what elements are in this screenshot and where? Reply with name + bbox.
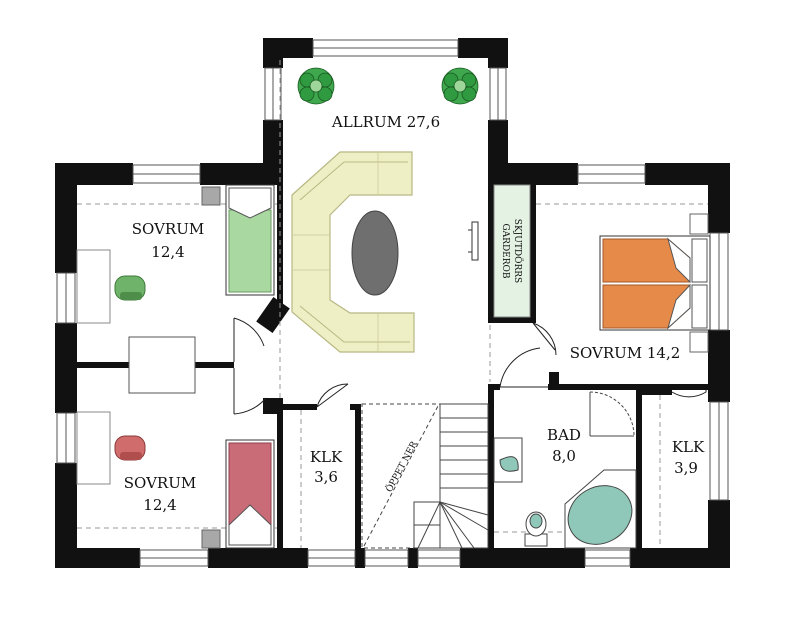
nightstand <box>689 213 709 235</box>
room-area-klk-right: 3,9 <box>674 459 698 477</box>
nightstand <box>201 529 221 549</box>
bathroom-fixtures <box>493 391 637 549</box>
stair-opening-label: ÖPPET NER <box>383 439 420 494</box>
room-area-klk-left: 3,6 <box>314 468 338 486</box>
desk <box>76 411 111 485</box>
bed-pink <box>225 439 275 549</box>
coffee-table-rug <box>351 210 399 296</box>
room-label-klk-left: KLK <box>310 448 343 466</box>
nightstand <box>689 331 709 353</box>
nightstand <box>201 186 221 206</box>
exterior-walls <box>55 38 730 568</box>
room-area-sovrum-bottom: 12,4 <box>143 496 176 514</box>
wardrobe-label-line1: SKJUTDÖRRS <box>512 219 524 283</box>
sectional-sofa <box>291 151 415 353</box>
room-label-klk-right: KLK <box>672 438 705 456</box>
room-label-sovrum-top: SOVRUM <box>132 220 204 238</box>
desk <box>76 249 111 324</box>
staircase <box>361 403 489 549</box>
room-label-sovrum-bottom: SOVRUM <box>124 474 196 492</box>
chair-icon <box>114 435 146 461</box>
windows <box>56 39 729 567</box>
bed-green <box>225 184 275 296</box>
radiator <box>468 221 479 261</box>
room-label-allrum: ALLRUM 27,6 <box>331 113 440 131</box>
room-area-bad: 8,0 <box>552 447 576 465</box>
plant-icon <box>441 67 479 105</box>
sliding-wardrobe <box>493 184 531 318</box>
double-bed <box>599 235 711 331</box>
room-area-sovrum-top: 12,4 <box>151 243 184 261</box>
wardrobe-label-line2: GARDEROB <box>500 223 510 278</box>
doors <box>233 317 707 415</box>
plant-icon <box>297 67 335 105</box>
room-label-sovrum-right: SOVRUM 14,2 <box>570 344 681 362</box>
room-label-bad: BAD <box>547 426 581 444</box>
wardrobe-shared <box>128 336 196 394</box>
chair-icon <box>114 275 146 301</box>
